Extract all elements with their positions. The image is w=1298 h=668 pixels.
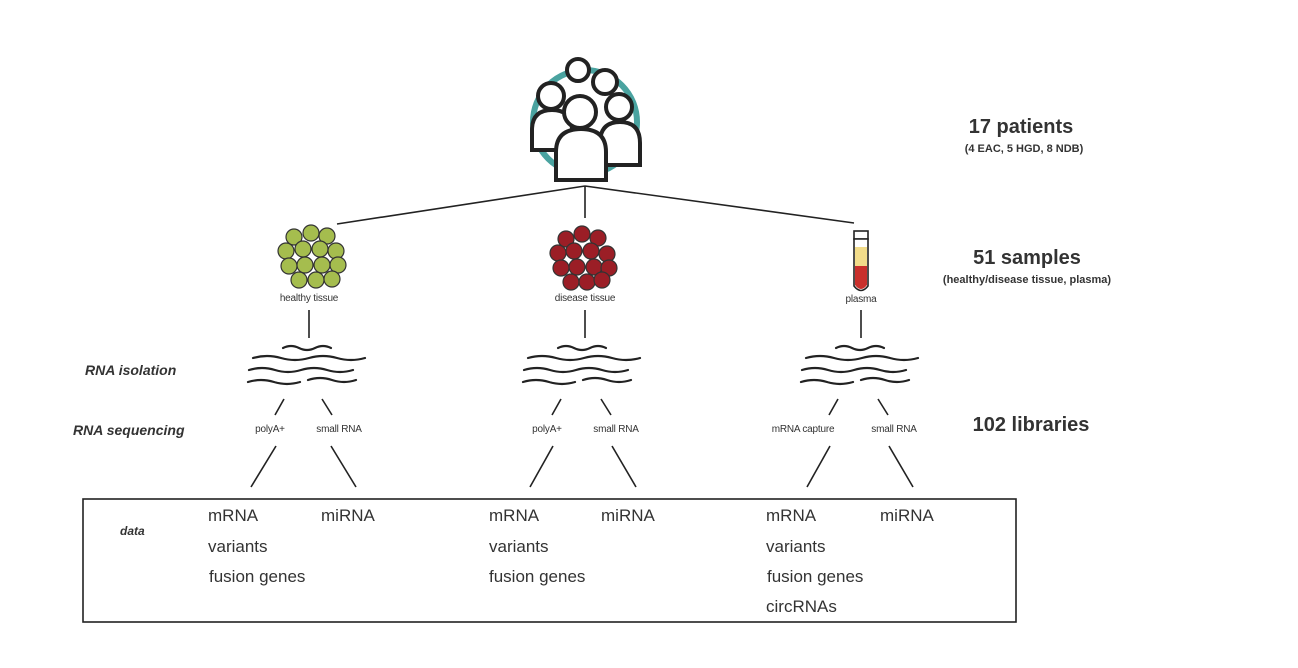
plasma-tube-icon bbox=[853, 230, 869, 292]
data-disease-fusion: fusion genes bbox=[489, 567, 586, 586]
library-smallrna-healthy: small RNA bbox=[316, 424, 362, 435]
library-smallrna-disease: small RNA bbox=[593, 424, 639, 435]
data-plasma-circrnas: circRNAs bbox=[766, 597, 837, 616]
library-connectors bbox=[250, 398, 914, 488]
data-plasma-mirna: miRNA bbox=[880, 506, 934, 525]
data-healthy-mirna: miRNA bbox=[321, 506, 375, 525]
rna-isolation-label: RNA isolation bbox=[85, 362, 177, 378]
healthy-tissue-label: healthy tissue bbox=[279, 293, 339, 304]
data-healthy-mrna: mRNA bbox=[208, 506, 259, 525]
rna-strands-icon bbox=[521, 344, 642, 386]
data-plasma-variants: variants bbox=[766, 537, 826, 556]
library-polya-healthy: polyA+ bbox=[255, 424, 285, 435]
data-plasma-mrna: mRNA bbox=[766, 506, 817, 525]
data-healthy-variants: variants bbox=[208, 537, 268, 556]
data-box-title: data bbox=[120, 524, 145, 538]
library-smallrna-plasma: small RNA bbox=[871, 424, 917, 435]
disease-tissue-label: disease tissue bbox=[554, 293, 616, 304]
samples-breakdown: (healthy/disease tissue, plasma) bbox=[942, 274, 1112, 286]
libraries-count: 102 libraries bbox=[972, 414, 1090, 436]
library-mrnacapture-plasma: mRNA capture bbox=[771, 424, 835, 435]
disease-tissue-icon bbox=[549, 225, 618, 291]
data-disease-mirna: miRNA bbox=[601, 506, 655, 525]
rna-sequencing-label: RNA sequencing bbox=[73, 422, 185, 438]
branch-lines bbox=[336, 185, 855, 225]
rna-strands-icon bbox=[246, 344, 367, 386]
data-disease-mrna: mRNA bbox=[489, 506, 540, 525]
data-box bbox=[82, 498, 1017, 623]
data-plasma-fusion: fusion genes bbox=[767, 567, 864, 586]
isolation-connectors bbox=[308, 310, 862, 338]
library-polya-disease: polyA+ bbox=[532, 424, 562, 435]
patients-group-icon bbox=[530, 57, 642, 182]
rna-strands-icon bbox=[799, 344, 920, 386]
data-healthy-fusion: fusion genes bbox=[209, 567, 306, 586]
samples-count: 51 samples bbox=[973, 247, 1081, 269]
healthy-tissue-icon bbox=[277, 224, 347, 289]
patients-count: 17 patients bbox=[968, 116, 1074, 138]
plasma-label: plasma bbox=[845, 294, 877, 305]
data-disease-variants: variants bbox=[489, 537, 549, 556]
patients-breakdown: (4 EAC, 5 HGD, 8 NDB) bbox=[964, 143, 1084, 155]
